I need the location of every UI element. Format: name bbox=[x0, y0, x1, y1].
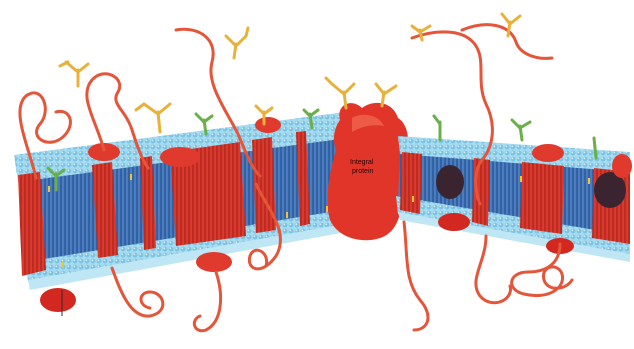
peripheral-protein-right-bottom bbox=[438, 213, 470, 231]
fiber-bottom-right bbox=[476, 236, 511, 303]
integral-protein-label-line1: Integral bbox=[350, 159, 374, 166]
transmembrane-protein-right-1 bbox=[400, 152, 422, 214]
cholesterol-marker bbox=[326, 206, 328, 212]
cholesterol-marker bbox=[286, 212, 288, 218]
cholesterol-marker bbox=[520, 176, 522, 182]
cholesterol-marker bbox=[588, 178, 590, 184]
cholesterol-marker bbox=[62, 262, 64, 268]
integral-protein-label-line2: protein bbox=[352, 168, 374, 175]
fiber-bottom-left bbox=[112, 268, 163, 316]
peripheral-protein-top-3 bbox=[255, 117, 281, 133]
peripheral-protein-right-edge bbox=[612, 154, 632, 178]
peripheral-protein-bottom-1 bbox=[196, 252, 232, 272]
peripheral-protein-top-2 bbox=[160, 147, 200, 167]
dark-protein-1 bbox=[436, 165, 464, 199]
glyco-chain-center-left bbox=[136, 104, 170, 132]
fiber-bottom-center bbox=[404, 222, 428, 330]
glycolipid-green-right bbox=[434, 116, 440, 140]
integral-protein: Integral protein bbox=[328, 103, 409, 240]
glycolipid-green-right-3 bbox=[594, 138, 596, 158]
peripheral-protein-bottom-2 bbox=[40, 288, 76, 312]
transmembrane-protein-right-2 bbox=[472, 158, 490, 226]
glyco-chain-top bbox=[226, 28, 248, 58]
cholesterol-marker bbox=[412, 196, 414, 202]
peripheral-protein-right-top bbox=[532, 144, 564, 162]
cholesterol-marker bbox=[130, 174, 132, 180]
fiber-bottom-mid bbox=[194, 272, 220, 331]
glyco-chain-left bbox=[60, 62, 88, 86]
cholesterol-marker bbox=[48, 186, 50, 192]
fiber-right-top-2 bbox=[462, 25, 552, 59]
glycolipid-green-right-2 bbox=[512, 120, 530, 140]
glyco-chain-integral-right bbox=[376, 84, 396, 106]
transmembrane-protein-right-3 bbox=[520, 162, 564, 234]
